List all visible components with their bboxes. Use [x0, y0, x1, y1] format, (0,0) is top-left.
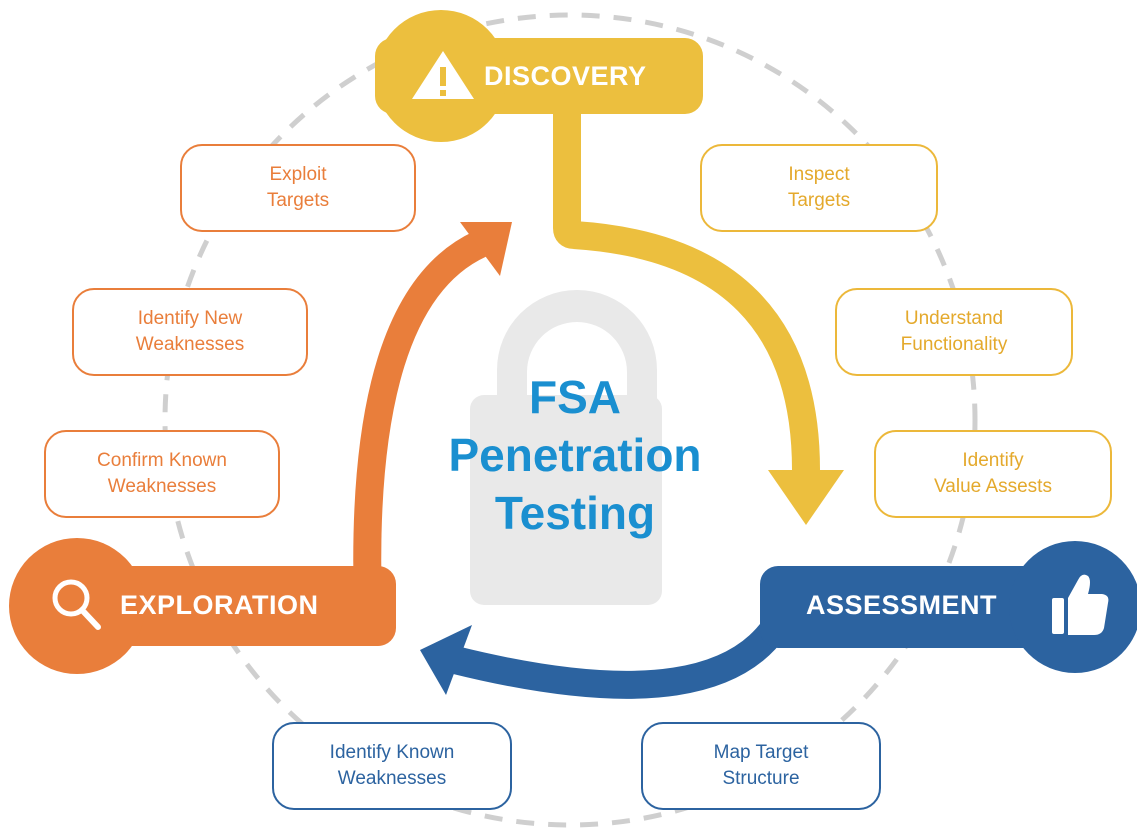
- step-inspect-targets: Inspect Targets: [700, 144, 938, 232]
- step-label: Understand Functionality: [900, 308, 1008, 355]
- discovery-badge: [375, 10, 703, 142]
- warning-icon: [412, 51, 474, 99]
- outer-dashed-ring: [162, 12, 978, 828]
- assessment-label: ASSESSMENT: [806, 590, 998, 620]
- discovery-label: DISCOVERY: [484, 61, 647, 91]
- assessment-to-exploration-arrow: [420, 603, 798, 699]
- title-line-1: FSA: [529, 371, 621, 423]
- step-exploit-targets: Exploit Targets: [180, 144, 416, 232]
- step-label: Map Target Structure: [713, 742, 809, 789]
- exploration-label: EXPLORATION: [120, 590, 319, 620]
- step-label: Identify Value Assests: [934, 450, 1052, 497]
- discovery-to-assessment-arrow: [553, 100, 844, 525]
- step-understand-functionality: Understand Functionality: [835, 288, 1073, 376]
- step-map-target-structure: Map Target Structure: [641, 722, 881, 810]
- step-confirm-known-weaknesses: Confirm Known Weaknesses: [44, 430, 280, 518]
- magnifier-icon: [52, 579, 101, 630]
- center-title: FSA Penetration Testing: [395, 368, 755, 542]
- title-line-2: Penetration: [448, 429, 702, 481]
- step-label: Identify Known Weaknesses: [329, 742, 455, 789]
- lock-icon: [470, 290, 662, 605]
- title-line-3: Testing: [494, 487, 656, 539]
- step-identify-known-weaknesses: Identify Known Weaknesses: [272, 722, 512, 810]
- exploration-to-discovery-arrow: [353, 222, 512, 606]
- thumbs-up-icon: [1052, 574, 1109, 635]
- step-label: Confirm Known Weaknesses: [97, 450, 227, 497]
- step-identify-value-assets: Identify Value Assests: [874, 430, 1112, 518]
- exploration-badge: [9, 538, 396, 674]
- step-label: Inspect Targets: [787, 164, 851, 211]
- step-label: Identify New Weaknesses: [135, 308, 245, 355]
- step-identify-new-weaknesses: Identify New Weaknesses: [72, 288, 308, 376]
- step-label: Exploit Targets: [266, 164, 330, 211]
- assessment-badge: [760, 541, 1137, 673]
